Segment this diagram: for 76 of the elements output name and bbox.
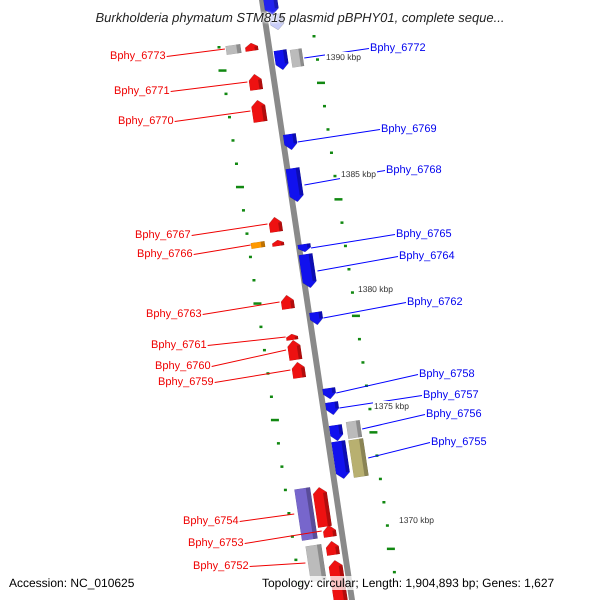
gene-label: Bphy_6755 [431, 436, 487, 449]
gene-label: Bphy_6767 [135, 229, 191, 242]
gene-block [346, 420, 362, 438]
gene-label: Bphy_6769 [381, 123, 437, 136]
footer-text: Topology: circular; Length: 1,904,893 bp; Genes: 1,627 [262, 576, 554, 590]
gene-label: Bphy_6761 [151, 339, 207, 352]
leader-line [316, 256, 398, 272]
footer-text: Accession: NC_010625 [9, 576, 134, 590]
leader-line [244, 530, 322, 544]
gene-label: Bphy_6766 [137, 248, 193, 261]
leader-line [368, 442, 430, 458]
leader-line [170, 82, 248, 92]
gene-label: Bphy_6772 [370, 42, 426, 55]
gene-block [250, 241, 266, 249]
title: Burkholderia phymatum STM815 plasmid pBPHY01, complete seque... [94, 10, 506, 25]
gene-block [290, 48, 304, 68]
leader-line [362, 414, 426, 430]
gene-pointer-block [286, 167, 304, 203]
gene-label: Bphy_6768 [386, 164, 442, 177]
gene-pointer-block [322, 386, 336, 400]
leader-line [193, 244, 252, 255]
gene-pointer-block [280, 294, 294, 310]
gene-pointer-block [247, 73, 263, 91]
leader-line [174, 110, 251, 122]
gene-label: Bphy_6756 [426, 408, 482, 421]
gene-pointer-block [244, 42, 258, 52]
gene-pointer-block [322, 524, 336, 538]
gene-pointer-block [282, 133, 298, 151]
leader-line [207, 336, 286, 346]
scale-label: 1370 kbp [398, 515, 435, 525]
leader-line [166, 48, 226, 57]
gene-pointer-block [286, 333, 298, 341]
gene-pointer-block [324, 400, 340, 416]
leader-line [191, 224, 268, 236]
scale-label: 1380 kbp [357, 284, 394, 294]
gene-pointer-block [324, 540, 340, 556]
gene-label: Bphy_6762 [407, 296, 463, 309]
gene-pointer-block [296, 243, 312, 253]
gene-label: Bphy_6765 [396, 228, 452, 241]
gene-pointer-block [308, 310, 324, 326]
leader-line [336, 374, 418, 394]
leader-line [214, 370, 291, 383]
scale-label: 1375 kbp [373, 401, 410, 411]
gene-label: Bphy_6752 [193, 560, 249, 573]
gene-pointer-block [328, 424, 344, 442]
gene-label: Bphy_6757 [423, 389, 479, 402]
gene-pointer-block [267, 216, 283, 232]
gene-block [294, 487, 318, 541]
gene-label: Bphy_6760 [155, 360, 211, 373]
leader-line [239, 514, 295, 522]
gene-pointer-block [272, 239, 284, 247]
gene-pointer-block [312, 486, 332, 528]
gene-label: Bphy_6763 [146, 308, 202, 321]
gene-label: Bphy_6770 [118, 115, 174, 128]
gene-label: Bphy_6759 [158, 376, 214, 389]
leader-line [304, 48, 370, 58]
scale-label: 1390 kbp [325, 52, 362, 62]
gene-pointer-block [273, 49, 289, 71]
leader-line [249, 562, 306, 567]
leader-line [310, 234, 396, 248]
gene-block [348, 438, 368, 478]
gene-label: Bphy_6758 [419, 368, 475, 381]
scale-label: 1385 kbp [340, 169, 377, 179]
gene-label: Bphy_6771 [114, 85, 170, 98]
gene-label: Bphy_6764 [399, 250, 455, 263]
gene-pointer-block [250, 99, 268, 123]
leader-line [338, 395, 422, 408]
gene-label: Bphy_6754 [183, 515, 239, 528]
leader-line [297, 129, 380, 142]
gene-pointer-block [290, 361, 306, 379]
leader-line [202, 302, 280, 315]
gene-block [224, 43, 242, 55]
gene-label: Bphy_6773 [110, 50, 166, 63]
leader-line [211, 350, 287, 367]
gene-label: Bphy_6753 [188, 537, 244, 550]
leader-line [322, 302, 406, 318]
